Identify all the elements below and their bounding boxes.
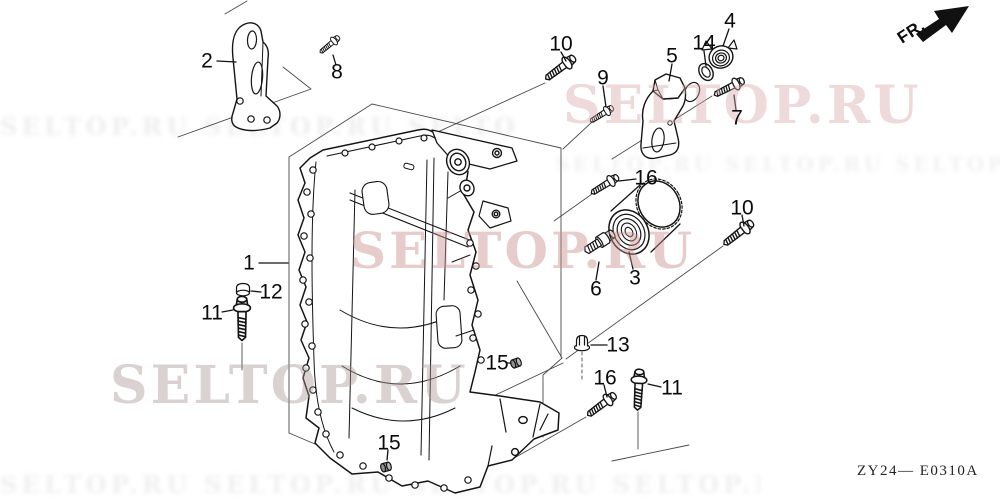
diagram-code: ZY24— E0310A — [857, 463, 979, 479]
part-callout-6: 6 — [590, 277, 602, 301]
part-callout-11: 11 — [661, 376, 683, 400]
part-13-nut — [573, 334, 591, 352]
part-callout-8: 8 — [331, 60, 343, 84]
fr-direction-arrow — [916, 6, 969, 42]
part-callout-1: 1 — [243, 251, 255, 275]
part-callout-15: 15 — [377, 431, 401, 455]
part-callout-4: 4 — [724, 9, 736, 33]
part-3-oil-filter — [608, 178, 683, 255]
part-1-oil-pan-body — [297, 128, 560, 494]
part-12-cap — [235, 282, 251, 297]
part-15-plug-mid — [510, 357, 522, 369]
part-14-oring — [698, 62, 714, 82]
bolt-10-top — [540, 50, 580, 86]
bolt-11-left — [232, 295, 252, 342]
part-2-bracket — [231, 22, 281, 132]
bolt-7 — [710, 73, 748, 102]
bolt-10-right — [718, 215, 758, 251]
part-callout-9: 9 — [597, 66, 609, 90]
part-callout-2: 2 — [201, 49, 213, 73]
part-6-joint-fitting — [584, 229, 616, 255]
part-15-plug-bottom — [380, 461, 392, 473]
part-callout-16: 16 — [593, 366, 617, 390]
part-callout-11: 11 — [201, 301, 223, 325]
part-callout-16: 16 — [634, 166, 658, 190]
part-callout-10: 10 — [549, 32, 573, 56]
part-callout-3: 3 — [629, 266, 641, 290]
part-callout-13: 13 — [606, 333, 630, 357]
bolt-16-bottom — [582, 388, 621, 422]
bolt-11-bottom — [628, 367, 649, 412]
bolt-16-top — [587, 170, 622, 200]
leader-lines — [216, 28, 745, 461]
part-callout-14: 14 — [692, 31, 716, 55]
bolt-9 — [586, 102, 617, 127]
part-callout-15: 15 — [485, 351, 509, 375]
part-5-filter-base — [640, 73, 701, 160]
part-callout-10: 10 — [730, 196, 754, 220]
part-callout-5: 5 — [666, 44, 678, 68]
part-callout-12: 12 — [259, 280, 283, 304]
part-callout-7: 7 — [731, 106, 743, 130]
bolt-8 — [316, 32, 343, 57]
part-4-cap — [701, 39, 738, 69]
